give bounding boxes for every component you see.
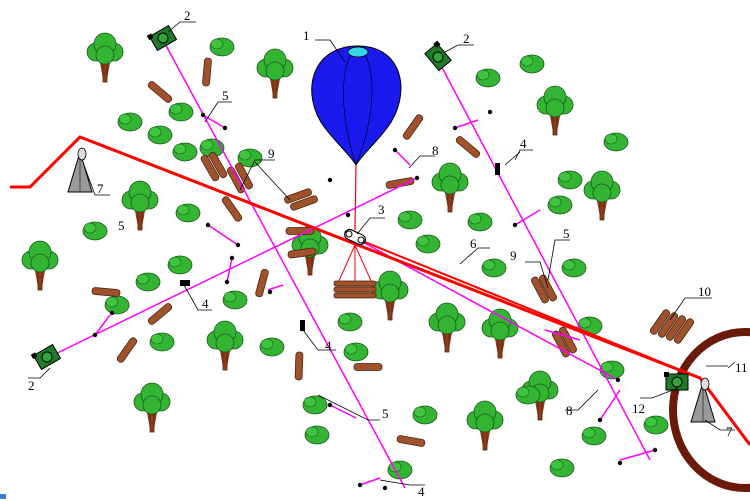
- skyline-blocks: [180, 163, 500, 331]
- leader-lines: [28, 21, 736, 486]
- landing-log-stack: [648, 308, 696, 345]
- winch-top-left: [146, 23, 178, 52]
- label-11: 11: [735, 360, 748, 375]
- winch-landing: [663, 371, 689, 391]
- label-4-top-right: 4: [520, 136, 527, 151]
- label-2-top-right: 2: [463, 31, 470, 46]
- balloon: [311, 45, 402, 231]
- label-3: 3: [378, 202, 385, 217]
- label-4-middle: 4: [325, 338, 332, 353]
- label-12: 12: [632, 401, 645, 416]
- label-5-left: 5: [118, 218, 125, 233]
- label-6: 6: [470, 236, 477, 251]
- label-8-bottom: 8: [566, 403, 573, 418]
- label-9-right: 9: [510, 248, 517, 263]
- skyline-anchor-dots: [92, 109, 658, 491]
- label-4-bottom: 4: [418, 484, 425, 499]
- number-labels: 1 2 2 2 3 4 4 4 4 5 5 5 5 6 7 7 8 8 9 9 …: [28, 8, 748, 499]
- label-7-left: 7: [97, 181, 104, 196]
- landing-ring: [669, 328, 750, 492]
- main-cable: [10, 135, 750, 446]
- suspended-load: [333, 244, 377, 299]
- label-2-top-left: 2: [184, 8, 191, 23]
- label-8-top: 8: [432, 143, 439, 158]
- label-5-top-left: 5: [222, 88, 229, 103]
- label-10: 10: [698, 284, 711, 299]
- label-5-top-right: 5: [563, 226, 570, 241]
- label-2-bottom-left: 2: [28, 378, 35, 393]
- label-4-left: 4: [202, 296, 209, 311]
- label-7-right: 7: [726, 424, 733, 439]
- corner-marker: [0, 494, 6, 499]
- mast-right: [690, 377, 716, 423]
- label-5-bottom: 5: [382, 406, 389, 421]
- mast-left: [67, 147, 93, 193]
- carriage: [343, 228, 367, 246]
- label-9-left: 9: [268, 146, 275, 161]
- winch-bottom-left: [30, 342, 62, 371]
- label-1: 1: [303, 28, 310, 43]
- winch-top-right: [423, 40, 454, 72]
